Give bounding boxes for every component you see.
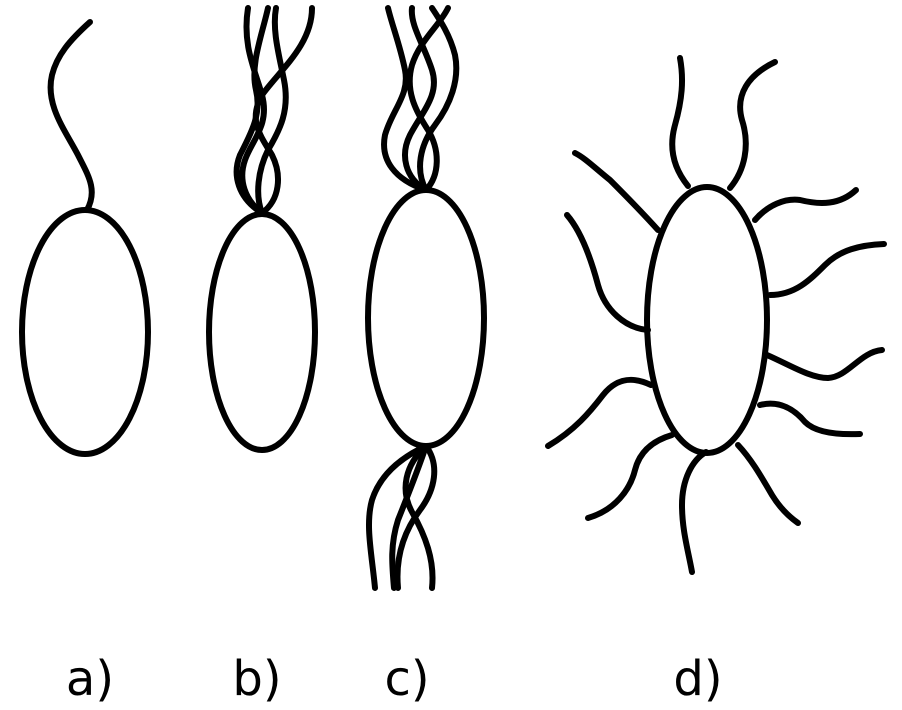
flagellum-d7 [682,452,706,572]
bacterium-d [548,58,884,572]
flagellum-d2 [730,62,775,188]
flagellum-d4 [567,215,648,330]
cell-body-c [368,190,484,446]
flagellum-d3 [575,153,658,230]
flagellum-d9 [760,404,860,434]
bacterium-b [209,8,315,450]
label-a: a) [66,651,114,707]
flagellum-d10 [767,350,882,378]
flagellum-a [51,22,92,210]
flagellum-d6 [588,435,672,518]
label-d: d) [673,651,722,707]
bacterium-a [22,22,148,454]
cell-body-d [647,187,767,453]
flagellum-d1 [672,58,688,186]
flagellum-d12 [755,190,856,220]
label-b: b) [232,651,281,707]
cell-body-b [209,214,315,450]
bacterium-c [368,8,484,588]
flagellum-d8 [738,445,798,523]
cell-body-a [22,210,148,454]
label-c: c) [384,651,429,707]
flagellum-d5 [548,380,651,446]
flagellum-d11 [770,244,884,295]
